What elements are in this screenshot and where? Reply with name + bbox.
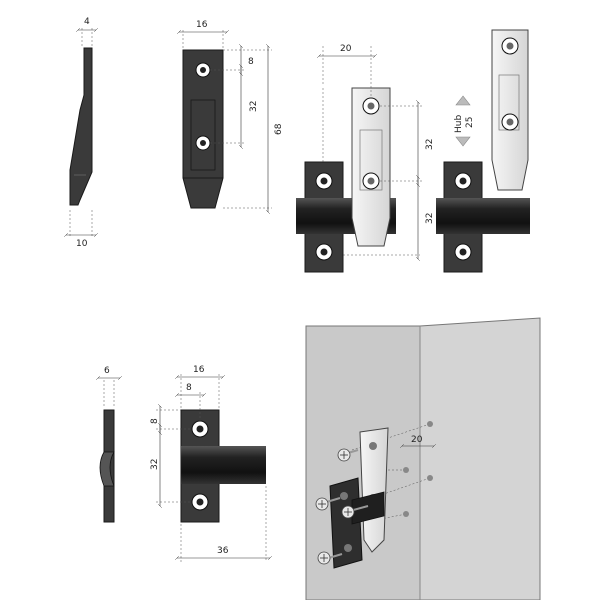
installation-view: 20: [305, 317, 541, 601]
dim-hole-offset: 8: [248, 57, 254, 67]
dim-keeper-offset-x: 8: [186, 383, 192, 393]
arrow-down-icon: [455, 136, 471, 147]
dim-side-width: 10: [76, 239, 88, 249]
keeper-bar: [181, 446, 266, 484]
screw-icon: [337, 448, 359, 462]
dim-keeper-offset-y: 8: [150, 418, 160, 424]
screw-icon: [315, 497, 341, 511]
dim-install-spacing: 20: [411, 435, 423, 445]
dim-keeper-spacing: 32: [150, 459, 160, 470]
latch-side-profile: 4 10: [66, 17, 96, 249]
dim-keeper-total: 36: [217, 546, 229, 556]
latch-front-view: 16 8 32 68: [179, 20, 284, 212]
dim-plate-height: 68: [274, 123, 284, 135]
assembly-view-closed: 20 32 32: [296, 44, 435, 273]
assembly-view-open: Hub 25: [436, 29, 530, 273]
dim-hole-spacing: 32: [249, 101, 259, 112]
stroke-value: 25: [465, 117, 475, 128]
arrow-up-icon: [455, 95, 471, 106]
latch-plate-light: [351, 87, 391, 247]
stroke-label: Hub: [454, 115, 464, 133]
dim-keeper-width: 16: [193, 365, 205, 375]
dim-latch-offset: 20: [340, 44, 352, 54]
wall-right-panel: [419, 317, 541, 601]
screw-icon: [317, 551, 343, 565]
dim-side-thickness: 4: [84, 17, 90, 27]
keeper-side-view: 6: [98, 366, 120, 523]
dim-latch-spacing-a: 32: [425, 139, 435, 150]
dim-keeper-thickness: 6: [104, 366, 110, 376]
keeper-front-view: 16 8 8 32 36: [150, 365, 270, 562]
dim-latch-spacing-b: 32: [425, 213, 435, 224]
dim-plate-width: 16: [196, 20, 208, 30]
screw-icon: [341, 505, 369, 519]
